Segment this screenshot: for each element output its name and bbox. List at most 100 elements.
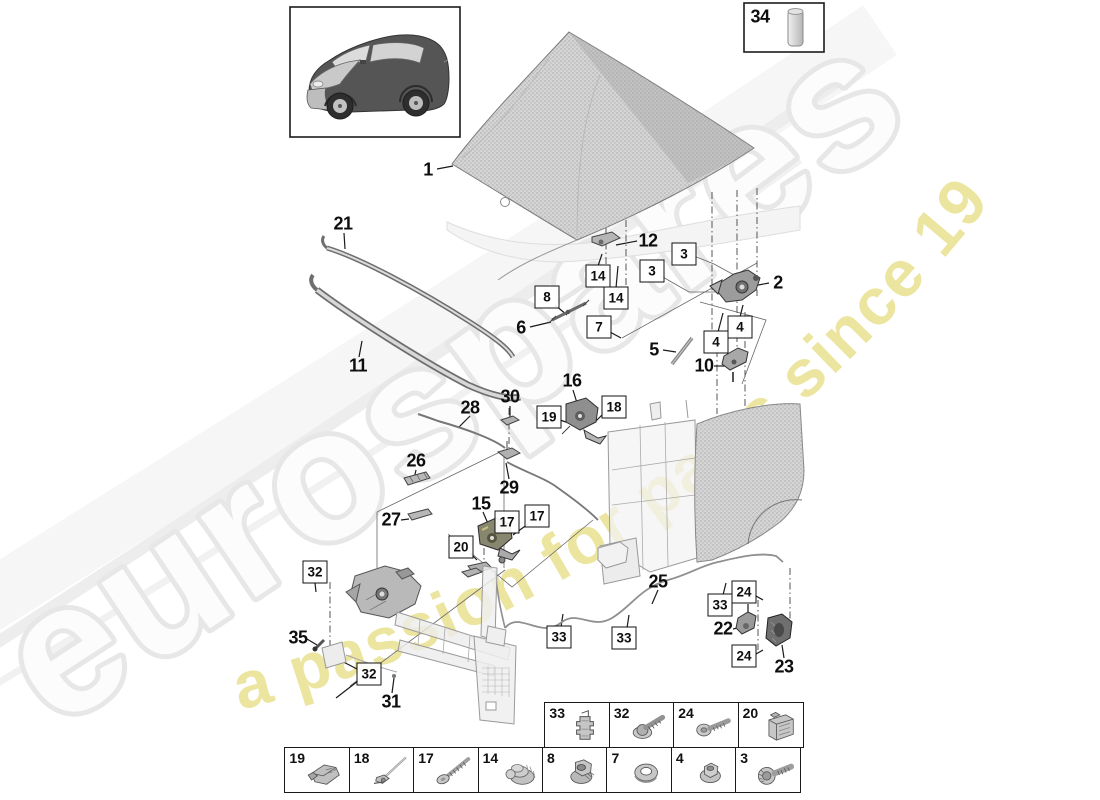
part-callout-boxed[interactable]: 19 — [536, 405, 562, 429]
part-callout-boxed[interactable]: 14 — [603, 286, 629, 310]
part-callout-boxed[interactable]: 8 — [534, 285, 560, 309]
part-icon — [627, 709, 673, 746]
part-callout-boxed[interactable]: 17 — [494, 510, 520, 534]
legend-cell[interactable]: 14 — [477, 746, 544, 793]
legend-part-number: 19 — [289, 749, 305, 766]
hood-panel-part[interactable] — [451, 31, 755, 281]
legend-cell[interactable]: 4 — [670, 746, 737, 793]
part-callout[interactable]: 25 — [648, 571, 668, 592]
legend-cell[interactable]: 8 — [542, 746, 609, 793]
legend-table-top-row: 33 32 24 20 — [544, 702, 804, 748]
seal-strip-21[interactable] — [321, 235, 516, 359]
seal-strip-11[interactable] — [309, 273, 522, 402]
part-callout[interactable]: 27 — [381, 509, 401, 530]
legend-table-bottom-row: 19 18 17 14 8 — [284, 746, 802, 793]
pin-part-35[interactable] — [312, 638, 326, 652]
part-callout-boxed[interactable]: 33 — [707, 593, 733, 617]
part-callout-boxed[interactable]: 4 — [703, 330, 729, 354]
part-callout[interactable]: 1 — [423, 159, 433, 180]
lock-part-23[interactable] — [765, 613, 793, 647]
part-callout[interactable]: 16 — [562, 370, 582, 391]
part-callout-boxed[interactable]: 7 — [586, 315, 612, 339]
part-callout[interactable]: 15 — [471, 493, 491, 514]
part-callout[interactable]: 26 — [406, 450, 426, 471]
legend-part-number: 24 — [678, 705, 694, 721]
part-icon-glyph — [759, 766, 792, 784]
part-icon-glyph — [571, 759, 594, 783]
part-callout[interactable]: 2 — [773, 272, 783, 293]
part-callout[interactable]: 12 — [638, 230, 658, 251]
legend-part-number: 8 — [547, 749, 555, 766]
part-callout-boxed[interactable]: 14 — [585, 264, 611, 288]
legend-part-number: 4 — [675, 749, 684, 766]
legend-cell[interactable]: 20 — [737, 702, 804, 748]
buffer-part-34[interactable] — [787, 8, 804, 47]
bracket-part-12[interactable] — [591, 231, 621, 247]
part-icon — [496, 754, 542, 791]
part-icon — [753, 754, 799, 791]
part-callout[interactable]: 6 — [516, 317, 526, 338]
part-icon-glyph — [769, 712, 793, 740]
fender-assembly — [597, 399, 805, 585]
part-callout[interactable]: 21 — [333, 213, 353, 234]
clip-part-29[interactable] — [496, 441, 522, 460]
rod-part-5[interactable] — [670, 336, 694, 366]
part-callout-boxed[interactable]: 17 — [524, 504, 550, 528]
part-callout[interactable]: 35 — [288, 627, 308, 648]
legend-part-number: 32 — [613, 705, 630, 721]
part-callout[interactable]: 30 — [500, 386, 520, 407]
cowl-panel — [446, 205, 801, 263]
part-callout[interactable]: 29 — [499, 477, 519, 498]
legend-cell[interactable]: 7 — [606, 746, 673, 793]
part-callout[interactable]: 5 — [649, 339, 659, 360]
part-callout-boxed[interactable]: 3 — [639, 259, 665, 283]
bracket-part-22[interactable] — [735, 604, 757, 635]
part-callout-boxed[interactable]: 32 — [356, 662, 382, 686]
part-callout-boxed[interactable]: 20 — [448, 535, 474, 559]
clip-part-30[interactable] — [499, 415, 521, 426]
rod-part-6[interactable] — [548, 299, 590, 324]
part-callout-boxed[interactable]: 24 — [731, 580, 757, 604]
part-callout-boxed[interactable]: 24 — [731, 644, 757, 668]
release-rod-28[interactable] — [417, 413, 599, 521]
part-callout[interactable]: 34 — [750, 6, 770, 27]
legend-cell[interactable]: 33 — [544, 702, 611, 748]
legend-cell[interactable]: 19 — [284, 746, 351, 793]
hinge-part-2[interactable] — [709, 269, 761, 303]
clip-part-27[interactable] — [407, 508, 433, 521]
part-icon — [367, 754, 413, 791]
part-icon — [562, 709, 608, 746]
legend-part-number: 33 — [549, 705, 565, 721]
legend-part-number: 14 — [482, 749, 499, 766]
part-callout[interactable]: 23 — [774, 656, 794, 677]
part-callout-boxed[interactable]: 4 — [727, 315, 753, 339]
part-icon — [431, 754, 477, 791]
legend-cell[interactable]: 32 — [608, 702, 675, 748]
part-callout-boxed[interactable]: 18 — [601, 395, 627, 419]
part-callout[interactable]: 31 — [381, 691, 401, 712]
part-callout-boxed[interactable]: 3 — [671, 242, 697, 266]
part-icon — [689, 754, 735, 791]
part-callout-boxed[interactable]: 33 — [546, 625, 572, 649]
part-callout[interactable]: 22 — [713, 618, 733, 639]
legend-cell[interactable]: 24 — [673, 702, 740, 748]
lock-carrier-assembly-31[interactable] — [321, 565, 517, 725]
legend-cell[interactable]: 17 — [413, 746, 480, 793]
vehicle-thumbnail-box — [289, 6, 461, 138]
legend-cell[interactable]: 18 — [348, 746, 415, 793]
latch-part-16[interactable] — [561, 397, 608, 445]
part-callout-boxed[interactable]: 32 — [302, 560, 328, 584]
part-callout-boxed[interactable]: 33 — [611, 626, 637, 650]
part-icon-glyph — [374, 757, 406, 783]
legend-cell[interactable]: 3 — [735, 746, 802, 793]
clip-part-26[interactable] — [403, 471, 431, 486]
part-callout[interactable]: 10 — [694, 355, 714, 376]
part-callout[interactable]: 28 — [460, 397, 480, 418]
bracket-part-10[interactable] — [721, 347, 749, 382]
part-icon-glyph — [633, 717, 662, 738]
legend-part-number: 7 — [611, 749, 620, 766]
part-callout[interactable]: 11 — [348, 355, 368, 376]
